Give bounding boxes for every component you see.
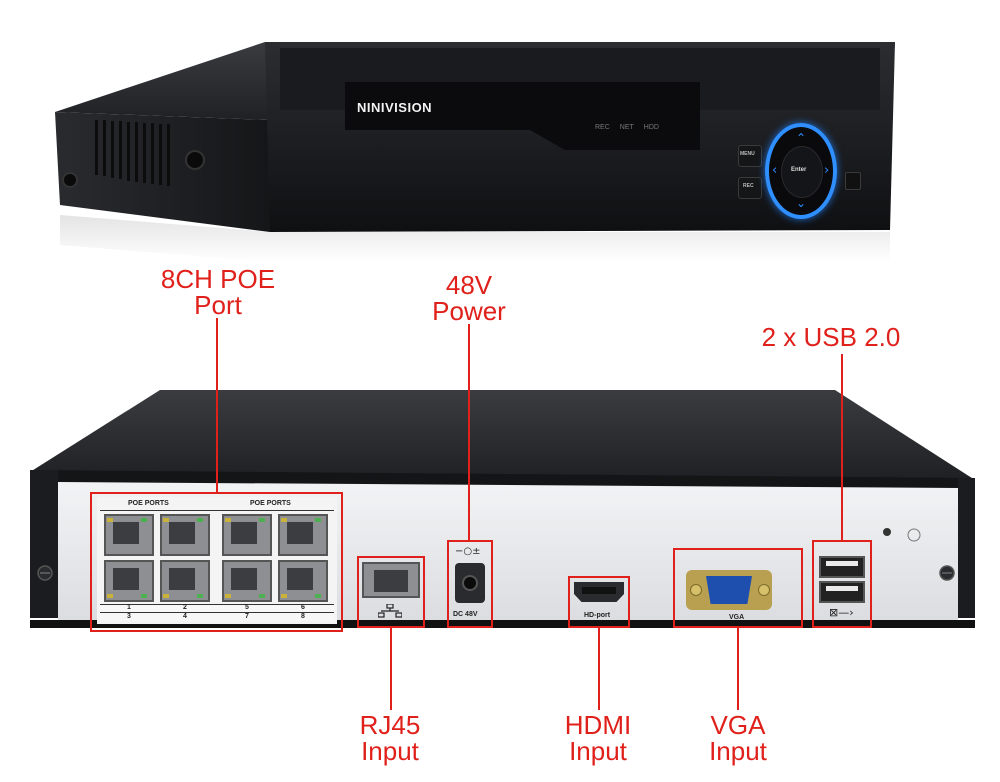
vga-callout-label: VGA Input	[688, 712, 788, 764]
port-label-8: 8	[301, 613, 305, 620]
front-led-labels: REC NET HDD	[595, 124, 685, 131]
rec-button[interactable]	[738, 177, 762, 199]
power-callout-line	[468, 324, 470, 540]
dc-polarity-icon: −○±	[455, 546, 481, 557]
rj45-port-opening	[374, 570, 408, 592]
poe-callout-line2: Port	[194, 290, 242, 320]
vga-callout-line2: Input	[709, 736, 767, 766]
port-label-7: 7	[245, 613, 249, 620]
led-rec-label: REC	[595, 124, 610, 131]
usb-highlight-box	[812, 540, 872, 628]
usb-callout-line	[841, 354, 843, 540]
port-label-6: 6	[301, 604, 305, 611]
vga-callout-line	[737, 628, 739, 710]
side-button[interactable]	[845, 172, 861, 190]
hdmi-callout-line1: HDMI	[564, 710, 632, 740]
vga-label: VGA	[729, 614, 745, 621]
poe-header-right: POE PORTS	[250, 500, 291, 507]
power-highlight-box	[447, 540, 493, 628]
rj45-callout-line	[390, 628, 392, 710]
power-callout-label: 48V Power	[410, 272, 528, 324]
nav-dial-inner	[781, 146, 823, 198]
rj45-callout-label: RJ45 Input	[340, 712, 440, 764]
vga-port-connector	[706, 576, 752, 604]
poe-callout-line1: 8CH POE	[160, 264, 276, 294]
enter-button[interactable]: Enter	[791, 167, 807, 173]
rj45-highlight-box	[357, 556, 425, 628]
vga-highlight-box	[673, 548, 803, 628]
hdmi-highlight-box	[568, 576, 630, 628]
hdmi-callout-line	[598, 628, 600, 710]
power-callout-line2: Power	[432, 296, 506, 326]
network-icon	[377, 603, 403, 618]
menu-button[interactable]	[738, 145, 762, 167]
usb-port-2-tongue	[826, 586, 858, 591]
nav-down-icon[interactable]: ⌄	[796, 196, 807, 210]
usb-callout-line1: 2 x USB 2.0	[761, 322, 901, 352]
usb-port-1-tongue	[826, 561, 858, 566]
hdmi-callout-line2: Input	[569, 736, 627, 766]
nav-right-icon[interactable]: ›	[824, 163, 830, 178]
hdmi-port-inner	[582, 587, 616, 594]
port-label-3: 3	[127, 613, 131, 620]
port-label-1: 1	[127, 604, 131, 611]
dc-label: DC 48V	[453, 611, 478, 618]
poe-callout-line	[216, 318, 218, 492]
poe-callout-label: 8CH POE Port	[140, 266, 296, 318]
vga-screw-right	[758, 584, 770, 596]
rj45-callout-line1: RJ45	[359, 710, 421, 740]
hdmi-label: HD-port	[584, 612, 611, 619]
poe-header-underline	[100, 510, 334, 511]
dc-power-jack-hole	[462, 575, 478, 591]
port-label-4: 4	[183, 613, 187, 620]
port-number-divider	[100, 612, 334, 613]
port-label-5: 5	[245, 604, 249, 611]
hdmi-callout-label: HDMI Input	[548, 712, 648, 764]
rj45-callout-line2: Input	[361, 736, 419, 766]
vga-screw-left	[690, 584, 702, 596]
brand-logo: NINIVISION	[357, 100, 433, 115]
led-hdd-label: HDD	[643, 124, 659, 131]
usb-icon: ⊠—›	[829, 606, 854, 619]
poe-header-left: POE PORTS	[128, 500, 169, 507]
power-callout-line1: 48V	[445, 270, 493, 300]
nav-up-icon[interactable]: ⌃	[796, 131, 807, 145]
menu-button-label: MENU	[740, 151, 755, 157]
rec-button-label: REC	[743, 183, 754, 189]
poe-highlight-box	[90, 492, 343, 632]
port-label-2: 2	[183, 604, 187, 611]
nav-left-icon[interactable]: ‹	[772, 163, 778, 178]
nvr-front-view	[55, 42, 895, 262]
poe-jack-details	[107, 518, 321, 598]
vga-callout-line1: VGA	[710, 710, 766, 740]
led-net-label: NET	[619, 124, 634, 131]
usb-callout-label: 2 x USB 2.0	[746, 324, 916, 350]
